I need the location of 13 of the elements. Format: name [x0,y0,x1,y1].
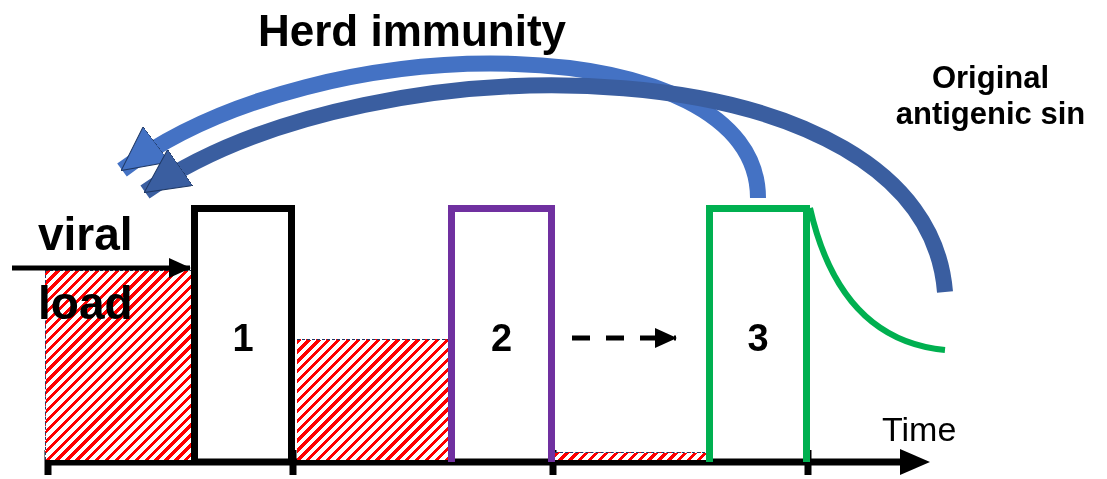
hatched-area [297,339,450,460]
annotation-title: Herd immunity [258,6,568,57]
phase-box [448,205,555,462]
annotation-text: Original antigenic sin [894,60,1087,132]
phase-number: 3 [746,317,770,361]
arrow [572,328,677,348]
phase-box [706,205,810,462]
curved-block-arrow [117,56,766,200]
curved-block-arrow [141,77,953,295]
phase-number: 1 [231,317,255,361]
arrow [12,258,191,278]
phase-number: 2 [489,317,514,361]
axis-label: Time [882,410,958,450]
